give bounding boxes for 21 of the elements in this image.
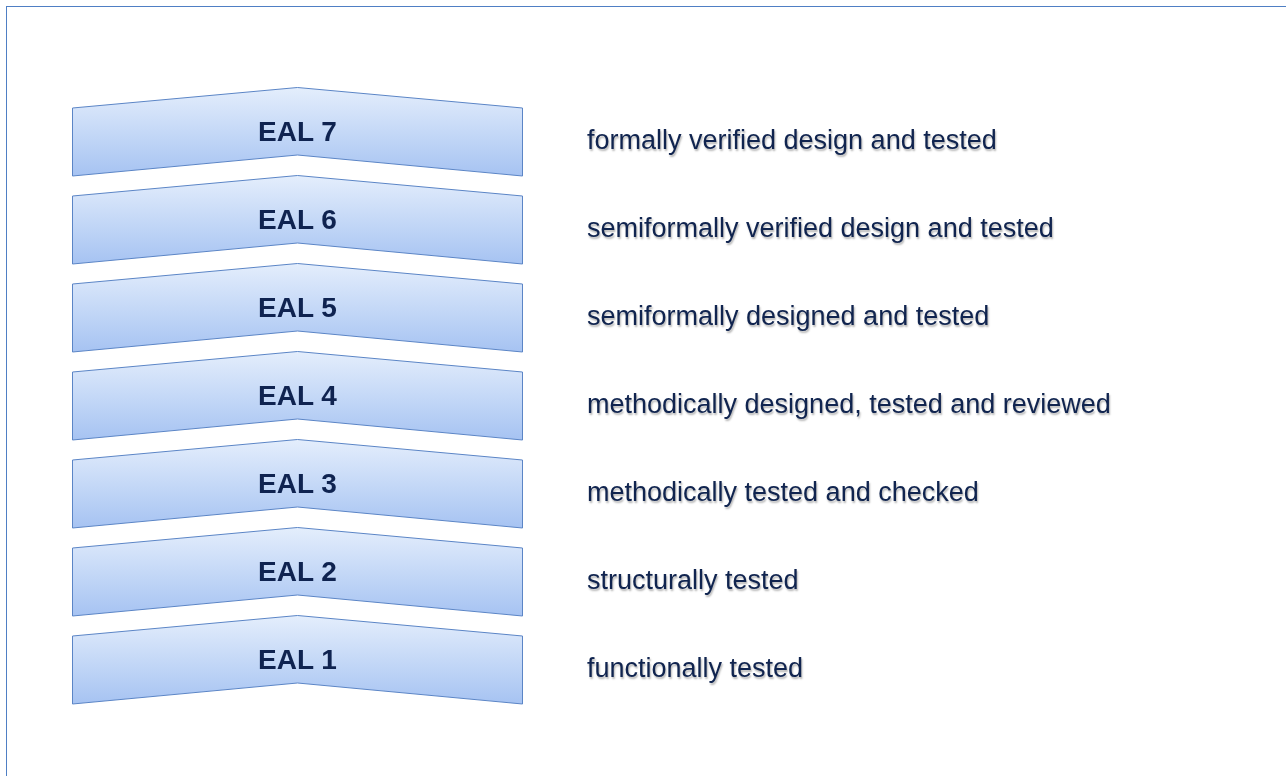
level-description: methodically tested and checked	[587, 476, 979, 509]
level-label: EAL 6	[257, 203, 338, 237]
level-label: EAL 7	[257, 115, 338, 149]
level-label: EAL 1	[257, 643, 338, 677]
chevron-block	[72, 527, 523, 617]
chevron-block	[72, 87, 523, 177]
chevron-block	[72, 263, 523, 353]
level-label: EAL 5	[257, 291, 338, 325]
level-label: EAL 2	[257, 555, 338, 589]
level-description: semiformally designed and tested	[587, 300, 990, 333]
chevron-block	[72, 615, 523, 705]
level-label: EAL 3	[257, 467, 338, 501]
chevron-block	[72, 175, 523, 265]
level-description: functionally tested	[587, 652, 804, 685]
level-label: EAL 4	[257, 379, 338, 413]
level-description: methodically designed, tested and reviewed	[587, 388, 1111, 421]
chevron-block	[72, 351, 523, 441]
level-description: structurally tested	[587, 564, 799, 597]
level-description: semiformally verified design and tested	[587, 212, 1054, 245]
level-description: formally verified design and tested	[587, 124, 997, 157]
chevron-block	[72, 439, 523, 529]
